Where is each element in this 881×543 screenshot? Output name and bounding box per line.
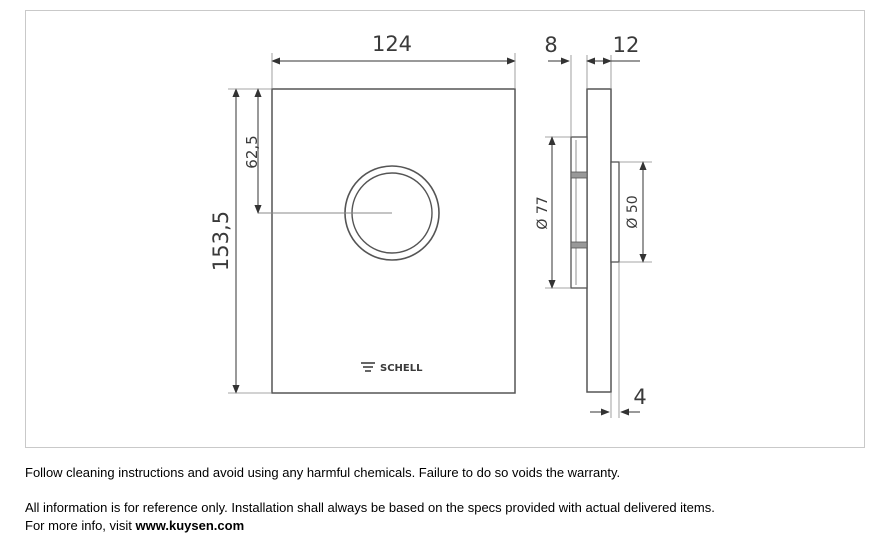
front-plate [271,88,516,394]
side-button [570,136,588,289]
more-info-note: For more info, visit www.kuysen.com [25,518,244,533]
thickness-total-label: 8 [544,33,557,57]
width-label: 124 [372,32,412,56]
outer-diameter-label: Ø 77 [535,196,551,229]
technical-drawing: SCHELL 124 153,5 62,5 8 12 Ø 77 Ø 50 4 [209,32,652,418]
brand-label: SCHELL [380,363,423,374]
side-plate [586,88,612,393]
reference-note: All information is for reference only. I… [25,500,715,515]
cleaning-note: Follow cleaning instructions and avoid u… [25,465,621,480]
center-height-label: 62,5 [243,135,261,168]
drawing-frame [25,10,865,448]
inner-diameter-label: Ø 50 [625,195,641,228]
side-mount [610,161,620,263]
more-info-prefix: For more info, visit [25,518,136,533]
rim-label: 4 [633,385,646,409]
height-label: 153,5 [209,211,233,271]
thickness-plate-label: 12 [613,33,640,57]
website-link[interactable]: www.kuysen.com [135,518,245,533]
schell-logo: SCHELL [361,362,423,374]
